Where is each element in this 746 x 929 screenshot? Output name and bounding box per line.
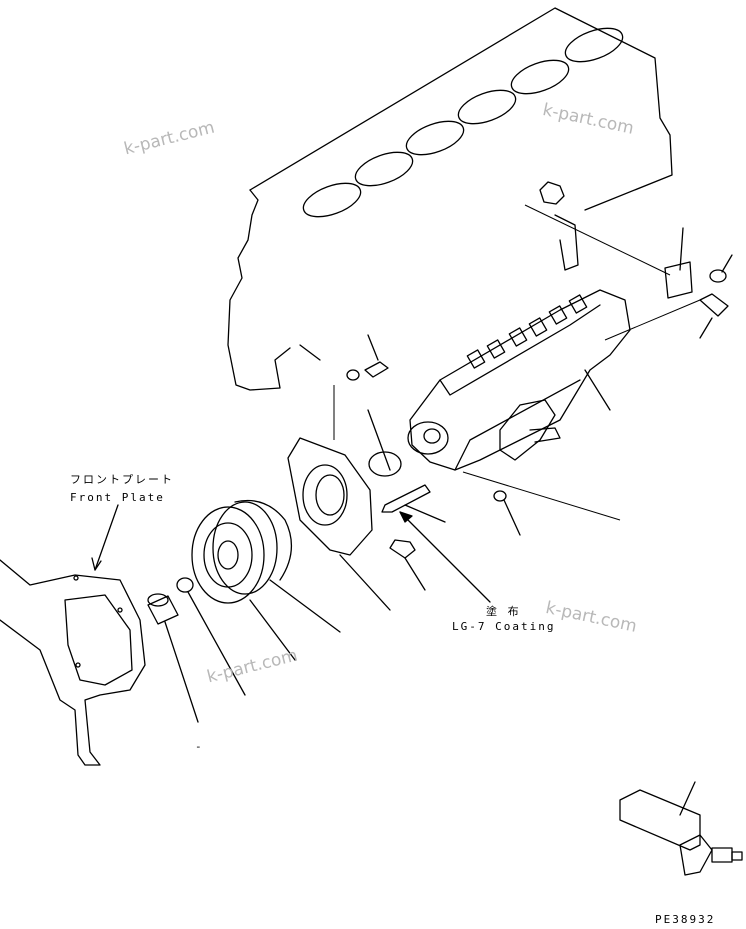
coating-label-jp: 塗 布 [486, 605, 521, 618]
tool-detail [619, 781, 743, 876]
front-plate-label-en: Front Plate [70, 491, 165, 504]
pump-bracket [524, 181, 733, 341]
drawing-code: PE38932 [655, 913, 716, 926]
front-plate-label-jp: フロントプレート [70, 473, 174, 486]
engine-block [227, 7, 673, 391]
drive-gear [191, 499, 341, 661]
fasteners [333, 334, 521, 591]
washer-bush [147, 577, 246, 723]
front-plate [0, 504, 146, 766]
coating-leader [399, 511, 491, 603]
coating-label-en: LG-7 Coating [452, 620, 556, 633]
pump-housing [287, 437, 391, 611]
small-dash: - [195, 740, 204, 753]
injection-pump [407, 289, 631, 521]
